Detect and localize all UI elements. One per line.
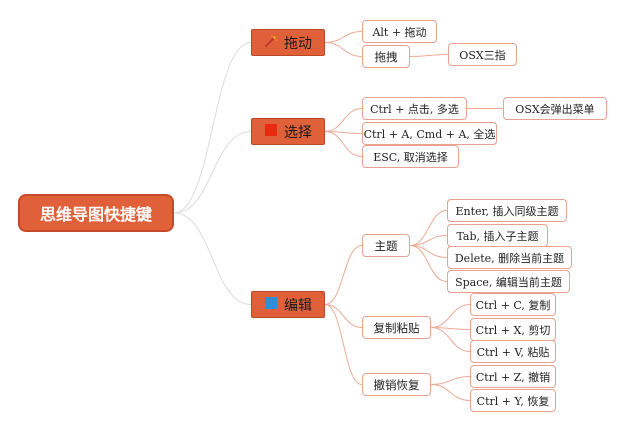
red-square-icon xyxy=(264,123,278,141)
topic-label: Space, 编辑当前主题 xyxy=(455,275,562,289)
topic-label: Ctrl + Y, 恢复 xyxy=(476,394,550,408)
root-topic[interactable]: 思维导图快捷键 xyxy=(18,194,174,232)
connector-2-0-0 xyxy=(409,210,448,246)
topic-label: Ctrl + V, 粘贴 xyxy=(476,345,550,359)
connector-0-1 xyxy=(324,42,363,57)
branch-label: 编辑 xyxy=(284,297,312,314)
topic-label: 复制粘贴 xyxy=(373,320,420,335)
topic-1-0[interactable]: Ctrl + 点击, 多选 xyxy=(362,97,467,120)
topic-label: Alt + 拖动 xyxy=(372,25,427,39)
branch-label: 选择 xyxy=(284,124,312,141)
connector-2-0-3 xyxy=(409,245,448,282)
topic-2-1-1[interactable]: Ctrl + X, 剪切 xyxy=(470,318,556,341)
topic-2-2-0[interactable]: Ctrl + Z, 撤销 xyxy=(470,365,556,388)
topic-2-0-2[interactable]: Delete, 删除当前主题 xyxy=(447,246,572,269)
connector-2-2-1 xyxy=(430,384,471,401)
topic-label: 主题 xyxy=(374,238,398,253)
topic-2-0-0[interactable]: Enter, 插入同级主题 xyxy=(447,199,567,222)
topic-label: OSX三指 xyxy=(459,48,506,62)
root-topic-label: 思维导图快捷键 xyxy=(39,205,152,224)
branch-node-1[interactable]: 选择 xyxy=(251,118,325,145)
connector-2-2-0 xyxy=(430,376,471,385)
topic-2-1-0[interactable]: Ctrl + C, 复制 xyxy=(470,293,556,316)
topic-label: 撤销恢复 xyxy=(373,377,420,392)
connector-0-0 xyxy=(324,31,363,43)
topic-0-0[interactable]: Alt + 拖动 xyxy=(362,20,437,43)
topic-2-1-2[interactable]: Ctrl + V, 粘贴 xyxy=(470,340,556,363)
connector-1 xyxy=(173,131,252,214)
topic-2-0[interactable]: 主题 xyxy=(362,234,410,257)
connector-1-2 xyxy=(324,131,363,157)
topic-2-0-1[interactable]: Tab, 插入子主题 xyxy=(447,224,548,247)
connector-2-1 xyxy=(324,304,363,328)
topic-label: Ctrl + 点击, 多选 xyxy=(370,102,459,116)
topic-2-2-1[interactable]: Ctrl + Y, 恢复 xyxy=(470,389,556,412)
connector-2-2 xyxy=(324,304,363,385)
connector-2-1-2 xyxy=(430,327,471,352)
branch-node-2[interactable]: 编辑 xyxy=(251,291,325,318)
topic-0-1[interactable]: 拖拽 xyxy=(362,45,410,68)
topic-label: Ctrl + Z, 撤销 xyxy=(475,370,551,384)
topic-2-2[interactable]: 撤销恢复 xyxy=(362,373,431,396)
connector-1-0 xyxy=(324,108,363,132)
topic-1-0-0[interactable]: OSX会弹出菜单 xyxy=(503,97,607,120)
topic-0-1-0[interactable]: OSX三指 xyxy=(448,43,517,66)
connector-2-0 xyxy=(324,245,363,305)
connector-2-0-1 xyxy=(409,235,448,246)
topic-label: 拖拽 xyxy=(374,49,398,64)
topic-label: Enter, 插入同级主题 xyxy=(455,204,559,218)
topic-1-2[interactable]: ESC, 取消选择 xyxy=(362,145,459,168)
branch-node-0[interactable]: 拖动 xyxy=(251,29,325,56)
topic-label: Tab, 插入子主题 xyxy=(456,229,539,243)
topic-label: Ctrl + A, Cmd + A, 全选 xyxy=(363,127,496,141)
topic-label: Ctrl + X, 剪切 xyxy=(475,323,551,337)
topic-label: OSX会弹出菜单 xyxy=(515,102,595,116)
connector-0-1-0 xyxy=(409,54,449,57)
topic-label: Ctrl + C, 复制 xyxy=(475,298,551,312)
connector-2-1-0 xyxy=(430,304,471,328)
magic-wand-icon xyxy=(264,34,278,52)
topic-2-1[interactable]: 复制粘贴 xyxy=(362,316,431,339)
connector-2 xyxy=(173,212,252,305)
blue-square-icon xyxy=(264,296,278,314)
connector-0 xyxy=(173,42,252,214)
branch-label: 拖动 xyxy=(284,35,312,52)
topic-2-0-3[interactable]: Space, 编辑当前主题 xyxy=(447,270,570,293)
topic-label: Delete, 删除当前主题 xyxy=(454,251,565,265)
topic-1-1[interactable]: Ctrl + A, Cmd + A, 全选 xyxy=(362,122,497,145)
topic-label: ESC, 取消选择 xyxy=(373,150,448,164)
